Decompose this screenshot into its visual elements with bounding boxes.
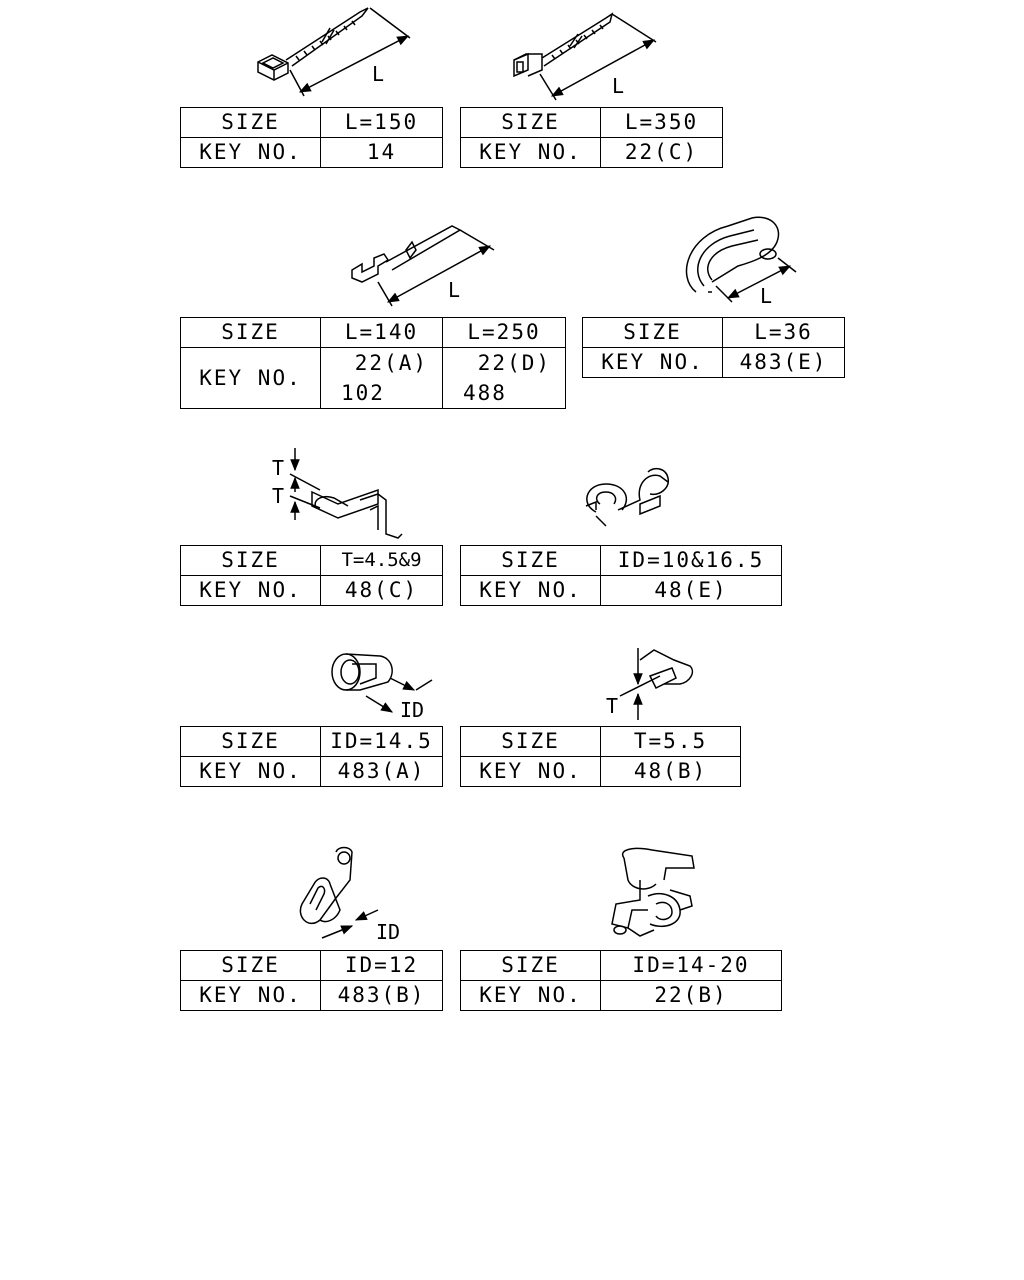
size-header: SIZE (180, 107, 321, 138)
key-no-value: 483(A) (320, 756, 443, 787)
key-no-header: KEY NO. (180, 347, 321, 409)
size-value: T=5.5 (600, 726, 741, 757)
spec-table-cable-tie-150: SIZE L=150 KEY NO. 14 (180, 107, 443, 168)
size-header: SIZE (460, 545, 601, 576)
size-header: SIZE (460, 107, 601, 138)
key-no-value-b: 22(D) 488 (442, 347, 566, 409)
size-header: SIZE (180, 317, 321, 348)
size-value: ID=12 (320, 950, 443, 981)
spec-table-cable-tie-350: SIZE L=350 KEY NO. 22(C) (460, 107, 723, 168)
table-row: KEY NO. 483(E) (582, 347, 845, 378)
spec-table-mount-tie: SIZE L=140 L=250 KEY NO. 22(A) 102 22(D)… (180, 317, 566, 409)
key-no-value: 48(C) (320, 575, 443, 606)
spec-table-loop-clip: SIZE L=36 KEY NO. 483(E) (582, 317, 845, 378)
dimension-l-label: L (372, 62, 385, 86)
spec-table-p-clamp: SIZE ID=14.5 KEY NO. 483(A) (180, 726, 443, 787)
double-clamp-drawing (586, 469, 668, 526)
table-row: SIZE ID=12 (180, 950, 443, 981)
tab-clamp-drawing (300, 848, 378, 939)
table-row: SIZE L=140 L=250 (180, 317, 566, 348)
table-row: KEY NO. 483(B) (180, 980, 443, 1011)
table-row: KEY NO. 48(E) (460, 575, 782, 606)
table-row: SIZE ID=14-20 (460, 950, 782, 981)
cable-tie-350-drawing (514, 14, 656, 100)
key-no-header: KEY NO. (582, 347, 723, 378)
size-header: SIZE (180, 950, 321, 981)
size-value: ID=10&16.5 (600, 545, 782, 576)
key-no-value-b-1: 22(D) (477, 351, 551, 375)
table-row: KEY NO. 22(A) 102 22(D) 488 (180, 347, 566, 409)
size-value: L=150 (320, 107, 443, 138)
dimension-l-label: L (448, 278, 461, 302)
table-row: KEY NO. 22(C) (460, 137, 723, 168)
table-row: SIZE T=5.5 (460, 726, 741, 757)
dimension-l-label: L (760, 284, 773, 308)
table-row: KEY NO. 483(A) (180, 756, 443, 787)
dimension-id-label: ID (376, 920, 401, 944)
key-no-value-b-2: 488 (463, 381, 507, 405)
table-row: SIZE T=4.5&9 (180, 545, 443, 576)
table-row: KEY NO. 48(C) (180, 575, 443, 606)
dimension-l-label: L (612, 74, 625, 98)
dimension-t-label: T (272, 484, 285, 508)
key-no-header: KEY NO. (460, 137, 601, 168)
size-value-a: L=140 (320, 317, 443, 348)
key-no-value: 48(B) (600, 756, 741, 787)
edge-clip-drawing (290, 448, 402, 538)
spec-table-edge-clip-small: SIZE T=5.5 KEY NO. 48(B) (460, 726, 741, 787)
key-no-header: KEY NO. (180, 980, 321, 1011)
key-no-header: KEY NO. (460, 575, 601, 606)
table-row: KEY NO. 48(B) (460, 756, 741, 787)
size-header: SIZE (582, 317, 723, 348)
table-row: KEY NO. 14 (180, 137, 443, 168)
spec-table-tab-clamp: SIZE ID=12 KEY NO. 483(B) (180, 950, 443, 1011)
key-no-header: KEY NO. (180, 575, 321, 606)
size-header: SIZE (180, 545, 321, 576)
size-value: L=350 (600, 107, 723, 138)
key-no-value: 14 (320, 137, 443, 168)
table-row: KEY NO. 22(B) (460, 980, 782, 1011)
dimension-t-label: T (606, 694, 619, 718)
key-no-header: KEY NO. (460, 756, 601, 787)
key-no-value: 22(B) (600, 980, 782, 1011)
dimension-t-label: T (272, 456, 285, 480)
key-no-value: 483(E) (722, 347, 845, 378)
p-clamp-drawing (332, 654, 432, 712)
size-value: ID=14-20 (600, 950, 782, 981)
key-no-value-a: 22(A) 102 (320, 347, 443, 409)
size-header: SIZE (460, 950, 601, 981)
dimension-id-label: ID (400, 698, 425, 722)
cable-tie-150-drawing (258, 8, 410, 96)
harness-clamp-drawing (612, 848, 694, 936)
table-row: SIZE ID=10&16.5 (460, 545, 782, 576)
table-row: SIZE L=36 (582, 317, 845, 348)
key-no-value-a-2: 102 (341, 381, 385, 405)
size-header: SIZE (180, 726, 321, 757)
key-no-value: 22(C) (600, 137, 723, 168)
size-header: SIZE (460, 726, 601, 757)
size-value: L=36 (722, 317, 845, 348)
edge-clip-small-drawing (620, 648, 692, 720)
table-row: SIZE L=350 (460, 107, 723, 138)
key-no-header: KEY NO. (180, 756, 321, 787)
size-value: ID=14.5 (320, 726, 443, 757)
spec-table-double-clamp: SIZE ID=10&16.5 KEY NO. 48(E) (460, 545, 782, 606)
key-no-header: KEY NO. (460, 980, 601, 1011)
mount-tie-drawing (352, 226, 494, 306)
key-no-value: 48(E) (600, 575, 782, 606)
spec-table-harness-clamp: SIZE ID=14-20 KEY NO. 22(B) (460, 950, 782, 1011)
table-row: SIZE L=150 (180, 107, 443, 138)
spec-table-edge-clip: SIZE T=4.5&9 KEY NO. 48(C) (180, 545, 443, 606)
table-row: SIZE ID=14.5 (180, 726, 443, 757)
key-no-header: KEY NO. (180, 137, 321, 168)
key-no-value-a-1: 22(A) (354, 351, 428, 375)
loop-clip-drawing (686, 217, 796, 302)
size-value: T=4.5&9 (320, 545, 443, 576)
size-value-b: L=250 (442, 317, 566, 348)
key-no-value: 483(B) (320, 980, 443, 1011)
